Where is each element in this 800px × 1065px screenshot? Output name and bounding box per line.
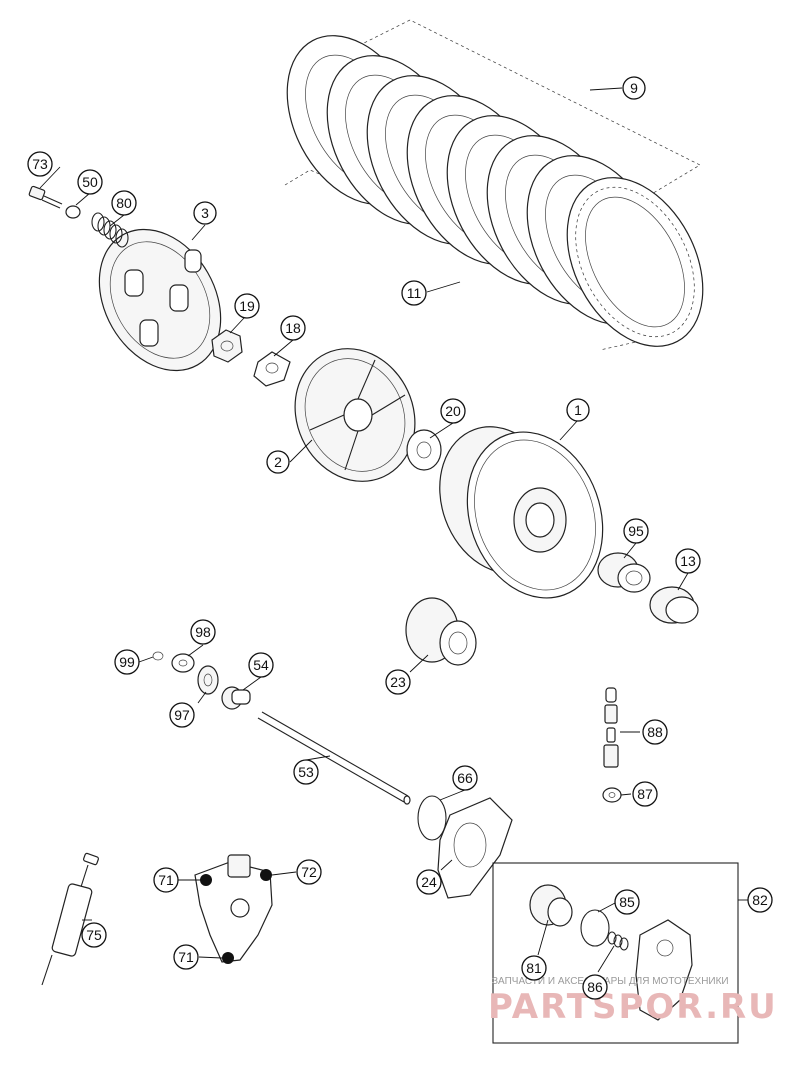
watermark-caption: ЗАПЧАСТИ И АКСЕССУАРЫ ДЛЯ МОТОТЕХНИКИ	[492, 976, 729, 987]
leader-lines	[39, 87, 748, 973]
bleed-screw	[603, 687, 619, 768]
callout-80: 80	[111, 190, 137, 216]
washer	[65, 205, 81, 219]
callout-54: 54	[248, 652, 274, 678]
svg-text:66: 66	[457, 770, 473, 786]
callout-13: 13	[675, 548, 701, 574]
callout-73: 73	[27, 151, 53, 177]
callout-53: 53	[293, 759, 319, 785]
piston-seal	[580, 909, 610, 947]
callout-2: 2	[266, 450, 290, 474]
callout-99: 99	[114, 649, 140, 675]
callout-75: 75	[81, 922, 107, 948]
push-rod	[257, 711, 411, 805]
needle-bearing	[597, 552, 651, 593]
callout-88: 88	[642, 719, 668, 745]
callout-71-top: 71	[153, 867, 179, 893]
svg-text:2: 2	[274, 454, 282, 470]
thrust-washer	[406, 429, 442, 471]
circlip	[152, 651, 164, 661]
svg-text:24: 24	[421, 874, 437, 890]
svg-text:13: 13	[680, 553, 696, 569]
sealing-washer	[602, 787, 622, 803]
svg-text:18: 18	[285, 320, 301, 336]
callout-98: 98	[190, 619, 216, 645]
callout-97: 97	[169, 702, 195, 728]
svg-text:99: 99	[119, 654, 135, 670]
callout-95: 95	[623, 518, 649, 544]
callout-85: 85	[614, 889, 640, 915]
callout-3: 3	[193, 201, 217, 225]
svg-text:82: 82	[752, 892, 768, 908]
svg-text:71: 71	[178, 949, 194, 965]
svg-text:85: 85	[619, 894, 635, 910]
callout-18: 18	[280, 315, 306, 341]
callout-50: 50	[77, 169, 103, 195]
callout-11: 11	[401, 280, 427, 306]
callout-24: 24	[416, 869, 442, 895]
slave-cylinder-body	[635, 919, 693, 1021]
callout-9: 9	[622, 76, 646, 100]
svg-text:87: 87	[637, 786, 653, 802]
svg-text:19: 19	[239, 298, 255, 314]
callout-82: 82	[747, 887, 773, 913]
pressure-piece	[221, 686, 251, 710]
svg-text:20: 20	[445, 403, 461, 419]
clutch-plate-stack	[284, 19, 704, 351]
o-ring	[417, 795, 447, 841]
bolt	[28, 185, 63, 209]
callout-72: 72	[296, 859, 322, 885]
svg-text:98: 98	[195, 624, 211, 640]
svg-text:75: 75	[86, 927, 102, 943]
slave-piston	[529, 884, 573, 927]
svg-text:71: 71	[158, 872, 174, 888]
svg-text:54: 54	[253, 657, 269, 673]
callout-23: 23	[385, 669, 411, 695]
bushing	[649, 586, 699, 624]
svg-text:72: 72	[301, 864, 317, 880]
callout-87: 87	[632, 781, 658, 807]
clutch-basket	[439, 426, 604, 599]
grease-syringe	[41, 852, 99, 986]
callout-20: 20	[440, 398, 466, 424]
gasket	[437, 797, 513, 899]
watermark-logo: PARTSPOR.RU	[488, 987, 778, 1027]
svg-text:3: 3	[201, 205, 209, 221]
svg-text:86: 86	[587, 979, 603, 995]
hex-nut	[211, 329, 243, 363]
svg-text:23: 23	[390, 674, 406, 690]
primary-gear	[405, 597, 477, 666]
pressure-plate	[98, 228, 222, 372]
callout-81: 81	[521, 955, 547, 981]
svg-text:1: 1	[574, 402, 582, 418]
callout-71-bottom: 71	[173, 944, 199, 970]
svg-text:50: 50	[82, 174, 98, 190]
svg-text:81: 81	[526, 960, 542, 976]
inner-clutch-hub	[294, 348, 416, 482]
svg-text:80: 80	[116, 195, 132, 211]
piston-spring	[607, 931, 629, 951]
slave-cylinder-cover	[194, 854, 273, 964]
svg-text:88: 88	[647, 724, 663, 740]
callout-19: 19	[234, 293, 260, 319]
svg-text:73: 73	[32, 156, 48, 172]
svg-text:11: 11	[407, 285, 422, 301]
slave-cylinder-kit-box	[492, 862, 739, 1044]
washer-small	[171, 653, 195, 673]
svg-text:53: 53	[298, 764, 314, 780]
svg-text:97: 97	[174, 707, 190, 723]
callout-66: 66	[452, 765, 478, 791]
callout-86: 86	[582, 974, 608, 1000]
callout-1: 1	[566, 398, 590, 422]
svg-text:9: 9	[630, 80, 638, 96]
lock-washer	[253, 351, 291, 387]
svg-text:95: 95	[628, 523, 644, 539]
needle-thrust-bearing	[197, 665, 219, 695]
